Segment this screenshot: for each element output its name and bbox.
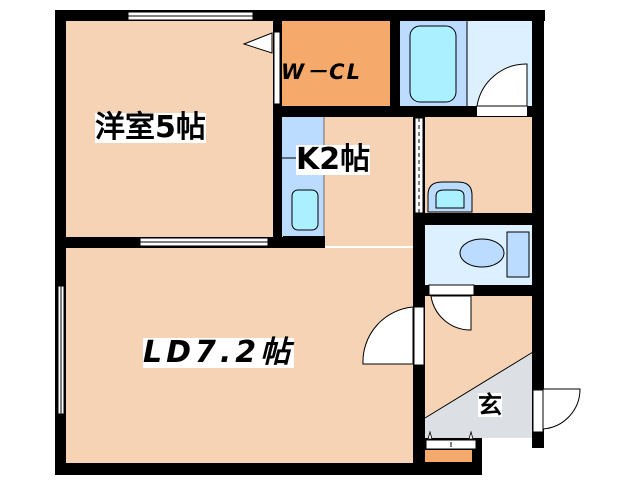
windows bbox=[57, 11, 269, 415]
room-label-walk-in-closet: W－CL bbox=[281, 60, 362, 84]
shoe-box bbox=[425, 450, 473, 462]
toilet-tank bbox=[506, 231, 530, 278]
kitchen-sink bbox=[291, 189, 319, 231]
room-label-kitchen: K2帖 bbox=[296, 142, 371, 177]
room-label-entrance: 玄 bbox=[478, 391, 502, 419]
room-label-western-room: 洋室5帖 bbox=[95, 110, 206, 145]
walk-in-closet-floor bbox=[280, 20, 390, 106]
bathtub bbox=[409, 25, 457, 103]
room-label-living-dining: LD7.2帖 bbox=[143, 335, 295, 370]
toilet-bowl bbox=[459, 238, 505, 268]
